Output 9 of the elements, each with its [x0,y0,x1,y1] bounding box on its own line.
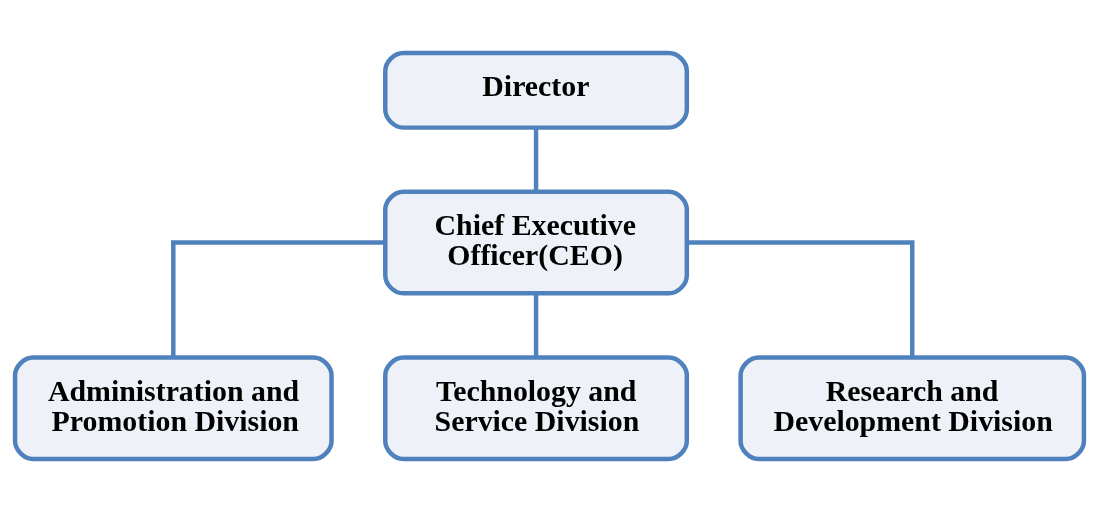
node-box: Administration and Promotion Division [12,354,334,461]
node-box: Director [383,50,690,130]
node-box: Chief Executive Officer(CEO) [383,189,690,296]
connector [533,127,539,192]
connector [686,239,915,357]
node-box: Technology and Service Division [383,354,690,461]
connector [533,293,539,357]
node-box: Research and Development Division [738,354,1087,461]
connector [171,239,385,357]
